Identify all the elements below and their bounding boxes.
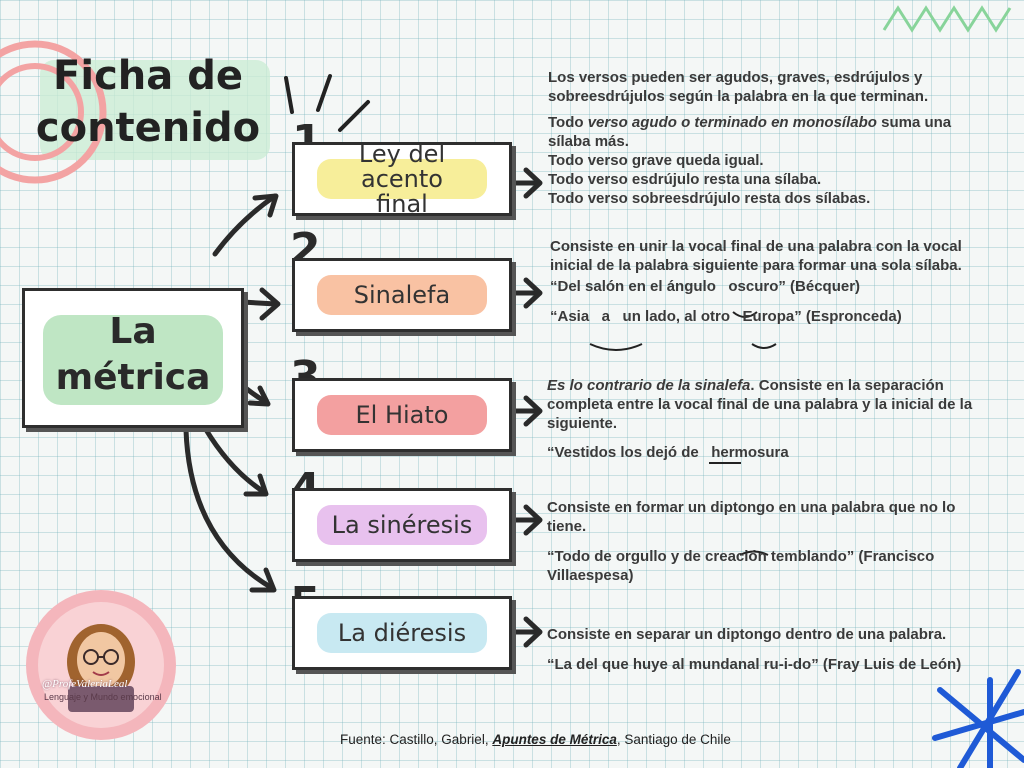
dieresis-example: “La del que huye al mundanal ru-i-do” (F… xyxy=(547,656,962,673)
acento-intro: Los versos pueden ser agudos, graves, es… xyxy=(548,69,929,105)
burst-lines xyxy=(284,74,370,132)
desc-hiato: Es lo contrario de la sinalefa. Consiste… xyxy=(547,376,987,469)
desc-sineresis: Consiste en formar un diptongo en una pa… xyxy=(547,498,977,592)
sineresis-def: Consiste en formar un diptongo en una pa… xyxy=(547,499,956,535)
desc-sinalefa: Consiste en unir la vocal final de una p… xyxy=(550,237,990,333)
sineresis-example: “Todo de orgullo y de creación temblando… xyxy=(547,548,935,584)
card-ley-acento: Ley del acento final xyxy=(292,139,512,218)
acento-rule-2: Todo verso grave queda igual. xyxy=(548,152,764,169)
card-label: Sinalefa xyxy=(353,280,451,309)
sinalefa-def: Consiste en unir la vocal final de una p… xyxy=(550,238,962,274)
hiato-example: “Vestidos los dejó de hermosura xyxy=(547,444,789,461)
card-sineresis: La sinéresis xyxy=(292,488,512,562)
pink-circle-top xyxy=(0,40,107,184)
green-zigzag xyxy=(882,5,1012,33)
avatar-tagline: Lenguaje y Mundo emocional xyxy=(44,692,162,702)
title-line-2: contenido xyxy=(35,105,261,151)
hiato-def: Es lo contrario de la sinalefa. Consiste… xyxy=(547,377,973,432)
card-dieresis: La diéresis xyxy=(292,596,512,670)
acento-rule-3: Todo verso esdrújulo resta una sílaba. xyxy=(548,171,822,188)
liaison-marks xyxy=(589,311,777,556)
main-topic-line-1: La xyxy=(109,311,157,352)
card-label: La diéresis xyxy=(337,618,467,647)
card-label: El Hiato xyxy=(355,400,449,429)
sinalefa-example-2: “Asia a un lado, al otro Europa” (Espron… xyxy=(550,308,902,325)
acento-rule-4: Todo verso sobreesdrújulo resta dos síla… xyxy=(548,190,871,207)
connector-arrows xyxy=(183,193,281,593)
avatar-illustration xyxy=(67,624,135,712)
blue-star xyxy=(932,669,1024,768)
sinalefa-example-1: “Del salón en el ángulo oscuro” (Bécquer… xyxy=(550,278,861,295)
dieresis-def: Consiste en separar un diptongo dentro d… xyxy=(547,626,947,643)
main-topic-line-2: métrica xyxy=(55,357,211,398)
card-label: Ley del acento final xyxy=(358,139,446,218)
avatar xyxy=(38,602,164,728)
title-line-1: Ficha de xyxy=(53,53,243,99)
acento-rule-1: Todo verso agudo o terminado en monosíla… xyxy=(548,114,952,150)
card-hiato: El Hiato xyxy=(292,378,512,452)
page-title: Ficha de contenido xyxy=(30,50,270,160)
avatar-handle: @ProfeValeriaLeal xyxy=(42,678,128,690)
card-arrows xyxy=(509,167,543,648)
source-book: Apuntes de Métrica xyxy=(492,732,617,747)
card-sinalefa: Sinalefa xyxy=(292,258,512,332)
desc-dieresis: Consiste en separar un diptongo dentro d… xyxy=(547,625,977,681)
desc-acento: Los versos pueden ser agudos, graves, es… xyxy=(548,68,988,208)
pink-circle-inner xyxy=(0,63,84,161)
source-footer: Fuente: Castillo, Gabriel, Apuntes de Mé… xyxy=(340,732,731,747)
card-label: La sinéresis xyxy=(331,510,473,539)
main-topic-box: La métrica xyxy=(22,288,244,428)
